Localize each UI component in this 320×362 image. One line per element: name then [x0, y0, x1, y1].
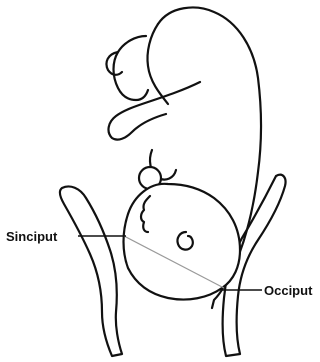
fetal-buttock: [147, 24, 168, 104]
pelvis-left: [60, 186, 122, 356]
occiput-label: Occiput: [264, 283, 313, 298]
fetal-head: [124, 184, 241, 300]
fetal-leg: [114, 36, 149, 100]
fetal-arm: [109, 82, 200, 140]
sinciput-label: Sinciput: [6, 229, 58, 244]
